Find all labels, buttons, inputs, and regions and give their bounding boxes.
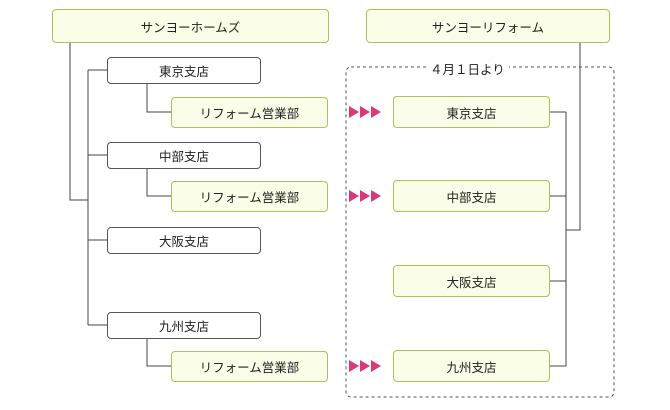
right-branch-kyushu: 九州支店 xyxy=(393,350,550,382)
left-branch-osaka: 大阪支店 xyxy=(107,227,261,254)
right-branch-osaka: 大阪支店 xyxy=(393,265,550,297)
left-company-box: サンヨーホームズ xyxy=(52,9,329,43)
arrow-icon xyxy=(371,360,381,372)
left-branch-chubu-reform-dept: リフォーム営業部 xyxy=(171,181,328,212)
left-branch-chubu: 中部支店 xyxy=(107,142,261,169)
left-branch-kyushu-reform-dept: リフォーム営業部 xyxy=(171,351,328,382)
arrow-icon xyxy=(360,190,370,202)
arrow-icon xyxy=(349,360,359,372)
arrow-icon xyxy=(371,106,381,118)
transfer-group-caption: ４月１日より xyxy=(426,59,509,78)
arrow-icon xyxy=(349,106,359,118)
arrow-icon xyxy=(360,106,370,118)
arrow-icon xyxy=(371,190,381,202)
left-company-title: サンヨーホームズ xyxy=(140,19,241,35)
left-branch-kyushu: 九州支店 xyxy=(107,312,261,339)
right-company-title: サンヨーリフォーム xyxy=(431,19,545,35)
left-branch-tokyo: 東京支店 xyxy=(107,57,261,84)
left-branch-tokyo-reform-dept: リフォーム営業部 xyxy=(171,97,328,128)
right-branch-chubu: 中部支店 xyxy=(393,180,550,212)
arrow-icon xyxy=(349,190,359,202)
arrow-icon xyxy=(360,360,370,372)
transfer-arrow-tokyo xyxy=(349,106,381,118)
transfer-arrow-chubu xyxy=(349,190,381,202)
right-company-box: サンヨーリフォーム xyxy=(366,9,610,43)
right-branch-tokyo: 東京支店 xyxy=(393,96,550,128)
transfer-arrow-kyushu xyxy=(349,360,381,372)
